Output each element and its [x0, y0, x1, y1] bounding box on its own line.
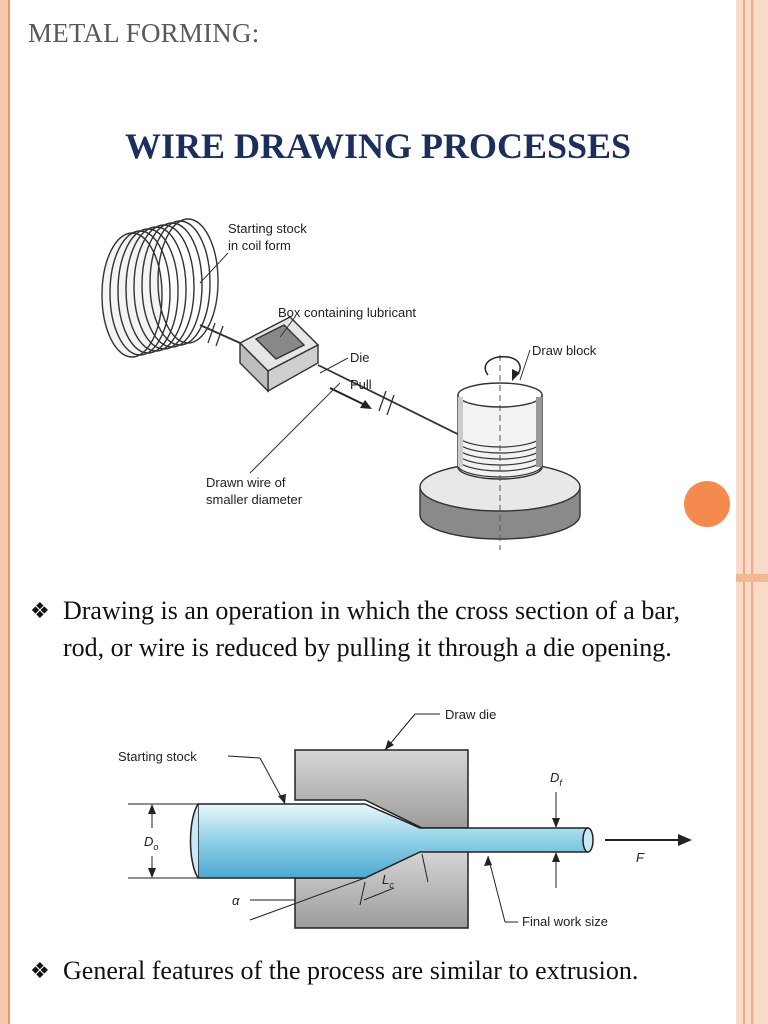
- label-starting-stock-line1: Starting stock: [228, 221, 307, 236]
- bullet-item-1: ❖ Drawing is an operation in which the c…: [30, 592, 720, 702]
- wire-drawing-setup-figure: Starting stock in coil form Box containi…: [101, 218, 597, 550]
- label-die: Die: [350, 350, 370, 365]
- diamond-bullet-icon: ❖: [30, 958, 50, 983]
- draw-die-cross-section-figure: Draw die Starting stock Do Df F Lc α Fin…: [118, 707, 692, 929]
- bullet-item-2: ❖ General features of the process are si…: [30, 952, 720, 1024]
- left-border-line: [8, 0, 10, 1024]
- left-border: [0, 0, 8, 1024]
- label-drawn-wire-line1: Drawn wire of: [206, 475, 286, 490]
- coil-icon: [101, 218, 219, 358]
- label-d0: Do: [144, 834, 158, 852]
- label-starting-stock-line2: in coil form: [228, 238, 291, 253]
- right-decor-band: [736, 574, 768, 582]
- bullet-text-2: General features of the process are simi…: [63, 956, 639, 985]
- bullet-text-1: Drawing is an operation in which the cro…: [63, 596, 681, 662]
- label-starting-stock: Starting stock: [118, 749, 197, 764]
- accent-circle: [684, 481, 730, 527]
- label-alpha: α: [232, 893, 240, 908]
- label-lubricant-box: Box containing lubricant: [278, 305, 416, 320]
- label-draw-die: Draw die: [445, 707, 496, 722]
- label-lc: Lc: [382, 872, 394, 890]
- lubricant-box-icon: [238, 316, 320, 393]
- label-force: F: [636, 850, 645, 865]
- right-decor-line: [743, 0, 745, 1024]
- label-df: Df: [550, 770, 563, 788]
- diamond-bullet-icon: ❖: [30, 598, 50, 623]
- label-final-work-size: Final work size: [522, 914, 608, 929]
- right-decor-line: [751, 0, 753, 1024]
- section-header: METAL FORMING:: [28, 18, 260, 48]
- label-drawn-wire-line2: smaller diameter: [206, 492, 303, 507]
- label-pull: Pull: [350, 377, 372, 392]
- slide-title: WIRE DRAWING PROCESSES: [124, 126, 632, 166]
- label-draw-block: Draw block: [532, 343, 597, 358]
